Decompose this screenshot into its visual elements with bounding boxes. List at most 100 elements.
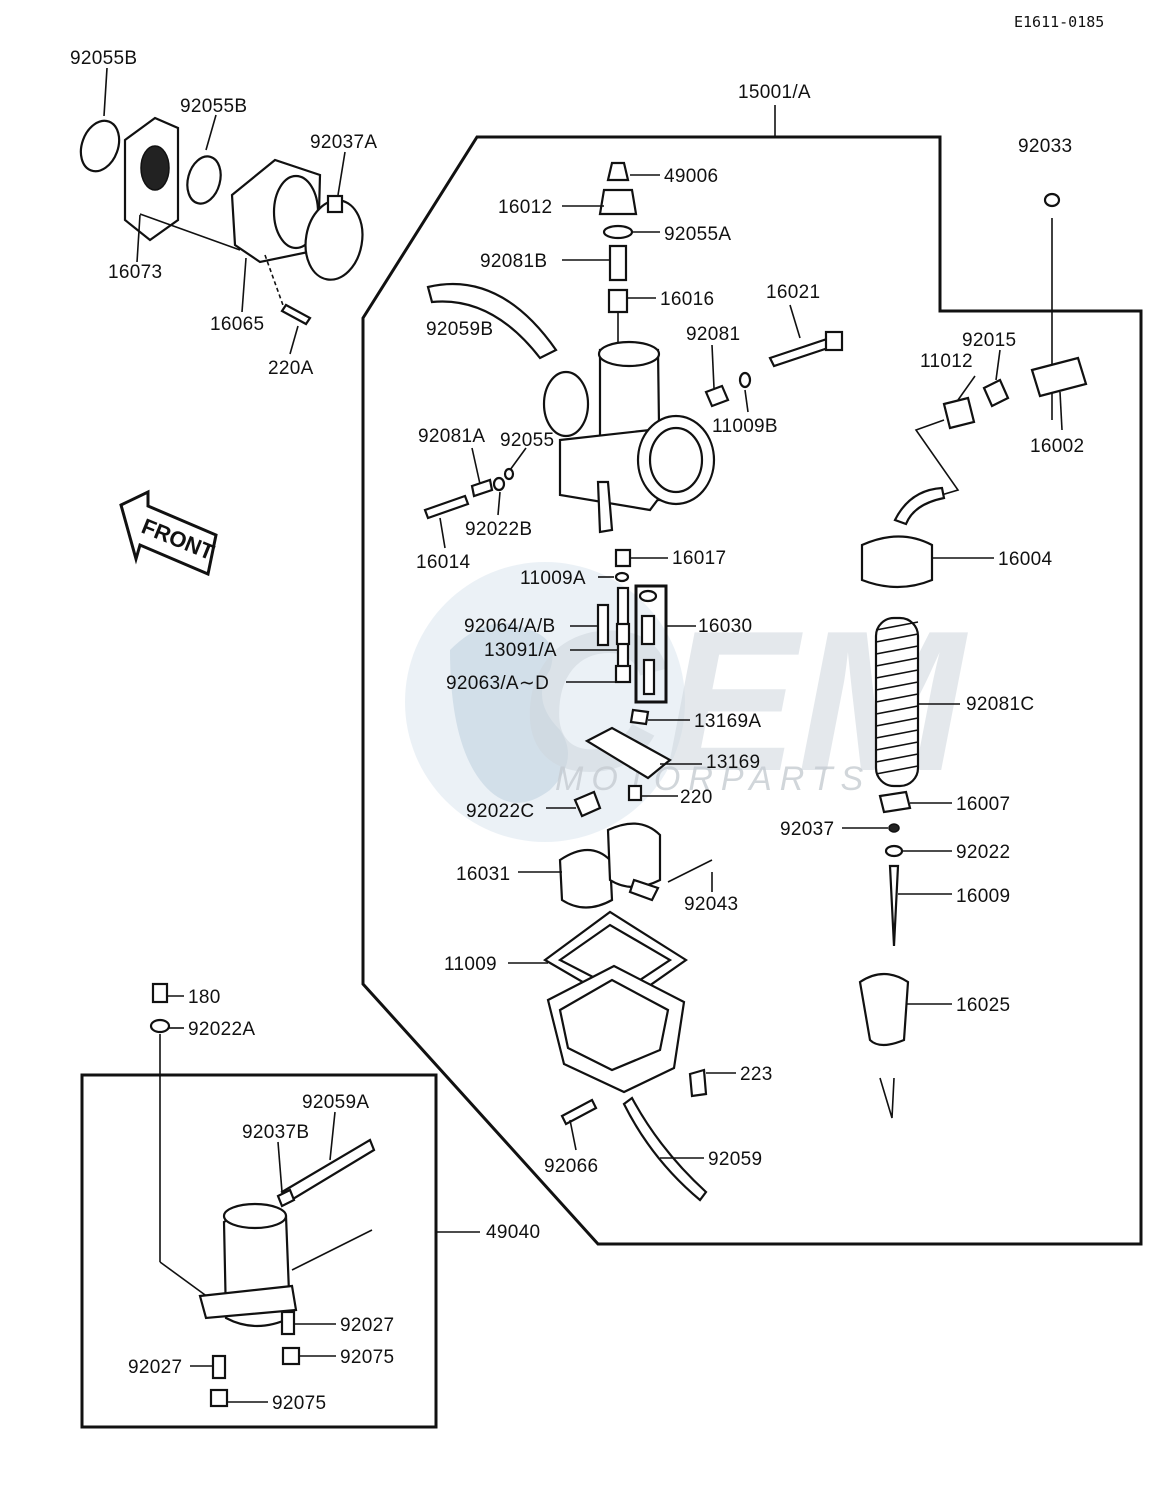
o-ring-92055B-right xyxy=(186,155,222,205)
label-16009: 16009 xyxy=(956,886,1010,907)
label-92022: 92022 xyxy=(956,842,1010,863)
intake-parts xyxy=(79,116,364,326)
float-16031-right xyxy=(606,822,662,889)
cap-16002 xyxy=(1030,356,1088,398)
float-bowl-inner xyxy=(558,978,670,1072)
label-92037: 92037 xyxy=(780,819,834,840)
spring-92081B xyxy=(608,244,628,282)
label-92037B: 92037B xyxy=(242,1122,309,1143)
label-15001A: 15001/A xyxy=(738,82,811,103)
o-ring-11009B xyxy=(738,371,752,389)
carb-inlet-flange xyxy=(542,370,590,438)
jet-16017 xyxy=(614,548,632,568)
jet-parts xyxy=(543,548,713,1202)
label-16007: 16007 xyxy=(956,794,1010,815)
label-16073: 16073 xyxy=(108,262,162,283)
label-92055A: 92055A xyxy=(664,224,731,245)
pilot-screw-16014 xyxy=(423,494,470,520)
label-49040: 49040 xyxy=(486,1222,540,1243)
label-16065: 16065 xyxy=(210,314,264,335)
label-92081A: 92081A xyxy=(418,426,485,447)
bolt-axis-line-2 xyxy=(159,1261,213,1301)
carburetor-assembly-boundary xyxy=(361,135,1143,1246)
watermark-subtitle: MOTORPARTS xyxy=(555,760,871,798)
label-49006: 49006 xyxy=(664,166,718,187)
label-92059A: 92059A xyxy=(302,1092,369,1113)
needle-16009 xyxy=(888,864,900,947)
label-16012: 16012 xyxy=(498,197,552,218)
label-92055B-right: 92055B xyxy=(180,96,247,117)
cap-49006 xyxy=(606,161,630,182)
label-16014: 16014 xyxy=(416,552,470,573)
label-92064AB: 92064/A/B xyxy=(464,616,555,637)
fuel-pump-parts xyxy=(149,982,376,1408)
insulator-16073-bore xyxy=(140,145,170,191)
label-92081: 92081 xyxy=(686,324,740,345)
label-11012: 11012 xyxy=(920,351,973,372)
label-92055: 92055 xyxy=(500,430,554,451)
fuel-pump-top xyxy=(222,1202,288,1230)
bolt-180 xyxy=(151,982,169,1004)
o-ring-92055 xyxy=(503,467,515,481)
throttle-parts xyxy=(858,192,1088,1119)
nut-16012 xyxy=(598,188,638,216)
drain-hose-92059 xyxy=(622,1096,708,1202)
label-16030: 16030 xyxy=(698,616,752,637)
label-11009: 11009 xyxy=(444,954,497,975)
label-13091A: 13091/A xyxy=(484,640,557,661)
diagram-reference-code: E1611-0185 xyxy=(1014,13,1104,31)
label-16025: 16025 xyxy=(956,995,1010,1016)
fuel-pump-bracket xyxy=(198,1284,298,1320)
label-92059: 92059 xyxy=(708,1149,762,1170)
screw-220 xyxy=(627,784,643,802)
label-92075-right: 92075 xyxy=(340,1347,394,1368)
main-jet-92063 xyxy=(614,664,632,684)
leader-220A-dashed xyxy=(264,254,285,309)
hose-92059B xyxy=(426,282,558,360)
label-92055B-left: 92055B xyxy=(70,48,137,69)
spring-92081 xyxy=(704,384,730,408)
float-16031-arm xyxy=(628,878,660,902)
label-16002: 16002 xyxy=(1030,436,1084,457)
plate-13169 xyxy=(584,726,672,780)
label-92081C: 92081C xyxy=(966,694,1034,715)
fuel-pump-boundary xyxy=(80,1073,438,1429)
label-92066: 92066 xyxy=(544,1156,598,1177)
leader-16065-left xyxy=(139,213,241,251)
plunger-16016 xyxy=(607,288,629,314)
clip-92037 xyxy=(888,823,900,833)
o-ring-11009A xyxy=(614,571,630,583)
clamp-92037B xyxy=(276,1188,296,1208)
label-11009A: 11009A xyxy=(520,568,586,589)
label-11009B: 11009B xyxy=(712,416,778,437)
part-labels: 92055B 92055B 92037A 16073 16065 220A 15… xyxy=(70,48,1084,1414)
label-180: 180 xyxy=(188,987,221,1008)
jet-group-item-2 xyxy=(640,614,656,646)
label-92033: 92033 xyxy=(1018,136,1072,157)
label-13169A: 13169A xyxy=(694,711,761,732)
label-16016: 16016 xyxy=(660,289,714,310)
plug-92075-right xyxy=(281,1346,301,1366)
label-92075-left: 92075 xyxy=(272,1393,326,1414)
drain-screw-92066 xyxy=(560,1098,598,1126)
washer-92022A xyxy=(149,1018,171,1034)
screw-223 xyxy=(688,1068,708,1098)
label-92037A: 92037A xyxy=(310,132,377,153)
jet-group-box xyxy=(634,584,668,704)
o-ring-92055A xyxy=(602,224,634,240)
washer-92022 xyxy=(884,844,904,858)
label-92027-left: 92027 xyxy=(128,1357,182,1378)
label-13169: 13169 xyxy=(706,752,760,773)
label-92022A: 92022A xyxy=(188,1019,255,1040)
fitting-92027-right xyxy=(280,1310,296,1336)
pump-pulse-line xyxy=(291,1229,373,1271)
label-16031: 16031 xyxy=(456,864,510,885)
label-16021: 16021 xyxy=(766,282,820,303)
label-92022C: 92022C xyxy=(466,801,534,822)
label-220A: 220A xyxy=(268,358,314,379)
float-pin-92043 xyxy=(667,859,713,883)
hose-92059A xyxy=(280,1138,376,1204)
adjuster-11012 xyxy=(942,396,976,430)
front-arrow-icon: FRONT xyxy=(119,489,218,577)
top-16004 xyxy=(860,535,934,589)
